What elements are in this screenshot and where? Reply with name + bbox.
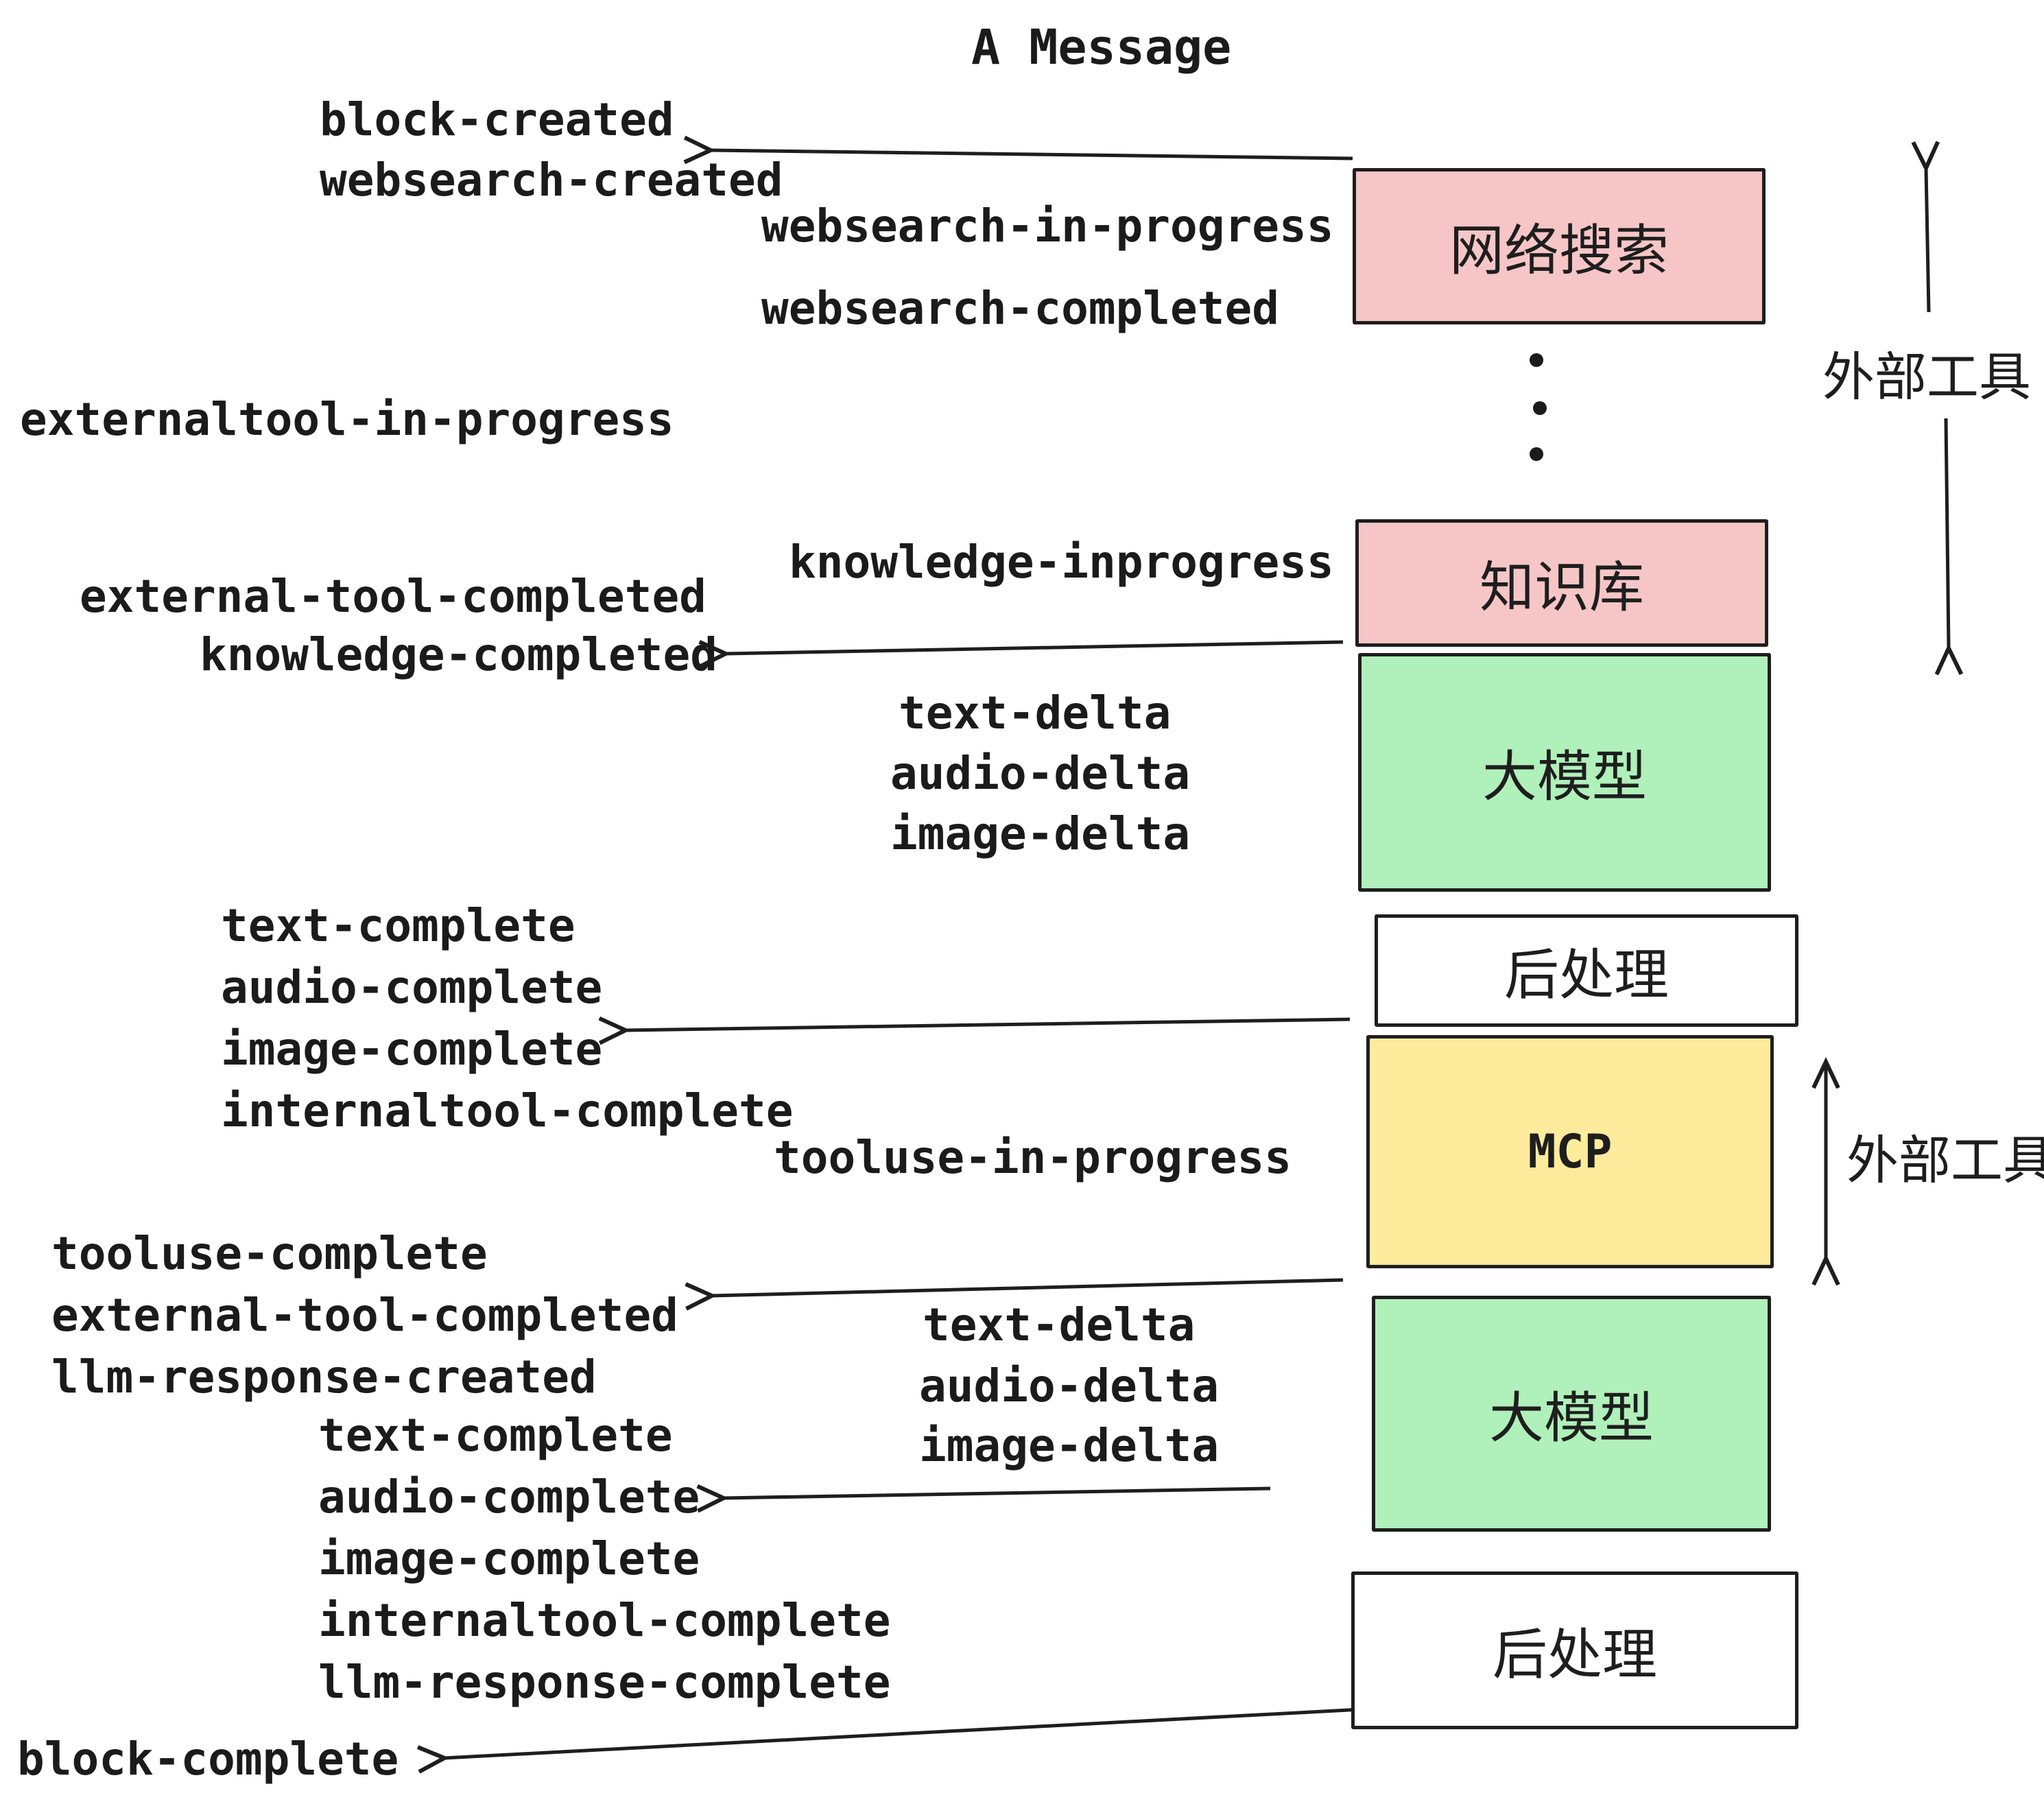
box-websearch: 网络搜索: [1353, 168, 1766, 324]
box-postprocess-1: 后处理: [1375, 914, 1798, 1027]
event-block-complete: block-complete: [17, 1733, 399, 1785]
external-tools-label-mcp: 外部工具: [1846, 1130, 2044, 1191]
box-postprocess-1-label: 后处理: [1504, 943, 1669, 1007]
event-audio-delta-2: audio-delta: [919, 1360, 1220, 1412]
event-knowledge-inprogress: knowledge-inprogress: [789, 536, 1334, 589]
external-tools-down-arrow: [1934, 418, 1964, 676]
arrow-knowledge-completed: [698, 639, 1344, 669]
box-llm-1: 大模型: [1358, 653, 1771, 892]
external-tools-up-arrow: [1911, 141, 1940, 313]
box-postprocess-2-label: 后处理: [1493, 1623, 1657, 1687]
event-block-created: block-created: [320, 93, 674, 146]
box-llm-1-label: 大模型: [1482, 745, 1647, 809]
box-llm-2-label: 大模型: [1489, 1386, 1654, 1450]
event-image-delta-2: image-delta: [919, 1419, 1220, 1472]
event-image-complete-2: image-complete: [318, 1532, 700, 1585]
event-external-tool-completed-2: external-tool-completed: [51, 1289, 678, 1342]
event-internaltool-complete-1: internaltool-complete: [221, 1084, 794, 1137]
ellipsis-dots: [1530, 353, 1547, 461]
box-websearch-label: 网络搜索: [1449, 219, 1669, 283]
event-internaltool-complete-2: internaltool-complete: [318, 1594, 891, 1647]
event-text-delta-1: text-delta: [899, 687, 1172, 739]
arrow-tooluse-complete: [685, 1278, 1344, 1311]
arrow-llm2-complete: [696, 1484, 1271, 1513]
event-websearch-completed: websearch-completed: [761, 282, 1279, 335]
event-audio-delta-1: audio-delta: [890, 747, 1191, 800]
event-websearch-in-progress: websearch-in-progress: [761, 200, 1334, 252]
event-text-complete-1: text-complete: [221, 899, 575, 952]
event-text-complete-2: text-complete: [318, 1409, 673, 1462]
event-image-delta-1: image-delta: [890, 807, 1191, 860]
box-knowledge: 知识库: [1355, 519, 1768, 647]
event-tooluse-complete: tooluse-complete: [51, 1227, 488, 1280]
event-audio-complete-1: audio-complete: [221, 961, 603, 1014]
event-image-complete-1: image-complete: [221, 1023, 603, 1076]
box-postprocess-2: 后处理: [1351, 1571, 1798, 1729]
diagram-title: A Message: [971, 19, 1232, 75]
arrow-internal-complete: [598, 1016, 1351, 1045]
event-externaltool-in-progress: externaltool-in-progress: [20, 393, 674, 446]
box-llm-2: 大模型: [1372, 1296, 1771, 1532]
box-knowledge-label: 知识库: [1479, 556, 1644, 619]
arrow-block-complete: [416, 1707, 1362, 1774]
event-websearch-created: websearch-created: [320, 154, 783, 206]
event-tooluse-in-progress: tooluse-in-progress: [774, 1131, 1292, 1184]
event-text-delta-2: text-delta: [923, 1298, 1196, 1351]
event-audio-complete-2: audio-complete: [318, 1471, 700, 1523]
arrow-websearch-created: [683, 135, 1353, 165]
event-llm-response-complete: llm-response-complete: [318, 1656, 891, 1709]
event-llm-response-created: llm-response-created: [51, 1351, 597, 1403]
box-mcp: MCP: [1366, 1035, 1774, 1268]
box-mcp-label: MCP: [1528, 1124, 1613, 1179]
external-tools-label-top: 外部工具: [1822, 346, 2031, 407]
event-knowledge-completed: knowledge-completed: [200, 628, 717, 681]
event-external-tool-completed-1: external-tool-completed: [80, 570, 706, 623]
